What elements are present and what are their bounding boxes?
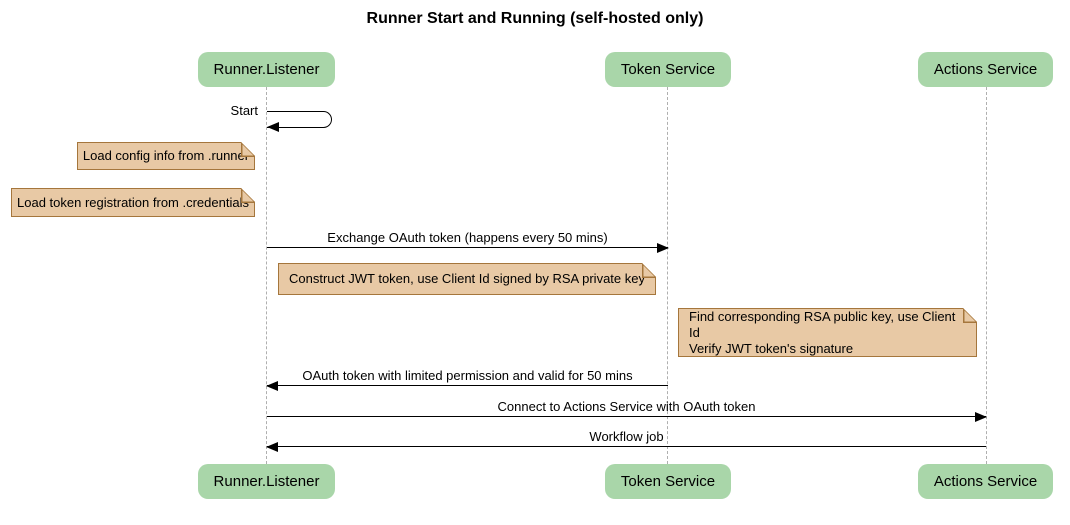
note-text: Load token registration from .credential… xyxy=(17,194,249,210)
participant-label: Token Service xyxy=(620,61,716,78)
participant-actions-service-top: Actions Service xyxy=(918,52,1053,87)
note-text: Find corresponding RSA public key, use C… xyxy=(689,308,956,356)
message-oauth-token-return: OAuth token with limited permission and … xyxy=(266,366,668,391)
message-line xyxy=(266,381,668,391)
participant-label: Actions Service xyxy=(933,61,1038,78)
note-fold-icon xyxy=(241,188,256,203)
note-verify-jwt: Find corresponding RSA public key, use C… xyxy=(678,308,977,357)
message-label-start: Start xyxy=(230,103,258,118)
participant-token-service-top: Token Service xyxy=(605,52,731,87)
arrowhead-right-icon xyxy=(657,243,669,253)
note-construct-jwt: Construct JWT token, use Client Id signe… xyxy=(278,263,656,295)
self-message-loop xyxy=(267,111,332,128)
participant-label: Runner.Listener xyxy=(213,61,320,78)
participant-label: Runner.Listener xyxy=(213,473,320,490)
message-workflow-job: Workflow job xyxy=(266,427,986,452)
note-fold-icon xyxy=(963,308,978,323)
message-label: OAuth token with limited permission and … xyxy=(302,368,633,383)
message-exchange-oauth-token: Exchange OAuth token (happens every 50 m… xyxy=(267,228,669,253)
participant-actions-service-bottom: Actions Service xyxy=(918,464,1053,499)
lifeline-runner-listener xyxy=(266,87,267,464)
message-connect-actions-service: Connect to Actions Service with OAuth to… xyxy=(267,397,987,422)
note-fold-icon xyxy=(642,263,657,278)
lifeline-token-service xyxy=(667,87,668,464)
arrowhead-left-icon xyxy=(266,381,278,391)
participant-runner-listener-bottom: Runner.Listener xyxy=(198,464,335,499)
message-label: Connect to Actions Service with OAuth to… xyxy=(497,399,756,414)
message-line xyxy=(267,243,669,253)
participant-label: Actions Service xyxy=(933,473,1038,490)
note-load-token-registration: Load token registration from .credential… xyxy=(11,188,255,217)
participant-label: Token Service xyxy=(620,473,716,490)
note-fold-icon xyxy=(241,142,256,157)
message-label: Workflow job xyxy=(589,429,664,444)
message-line xyxy=(266,442,986,452)
participant-runner-listener-top: Runner.Listener xyxy=(198,52,335,87)
note-text: Load config info from .runner xyxy=(82,148,250,163)
note-load-config: Load config info from .runner xyxy=(77,142,255,170)
diagram-title: Runner Start and Running (self-hosted on… xyxy=(366,10,704,27)
message-label: Exchange OAuth token (happens every 50 m… xyxy=(327,230,608,245)
arrowhead-right-icon xyxy=(975,412,987,422)
arrowhead-left-icon xyxy=(267,122,279,132)
lifeline-actions-service xyxy=(986,87,987,464)
arrowhead-left-icon xyxy=(266,442,278,452)
message-line xyxy=(267,412,987,422)
note-text: Construct JWT token, use Client Id signe… xyxy=(289,271,645,286)
participant-token-service-bottom: Token Service xyxy=(605,464,731,499)
